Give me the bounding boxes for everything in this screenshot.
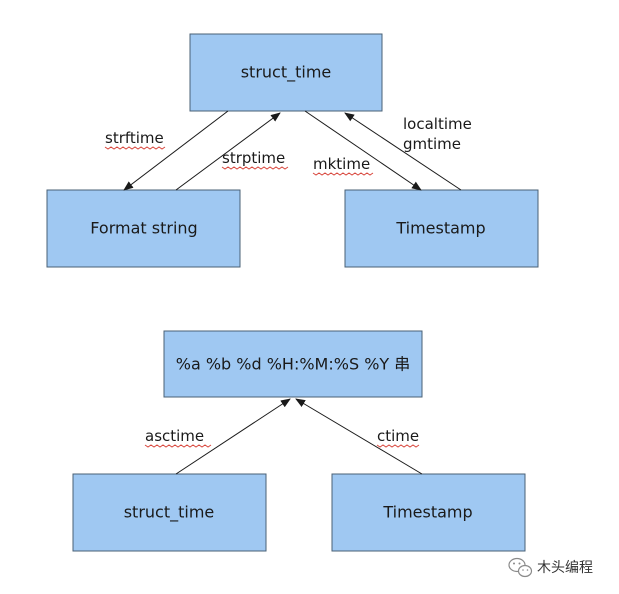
struct-time-box-top: struct_time [189, 33, 383, 112]
strftime-label: strftime [105, 129, 164, 147]
strptime-label: strptime [222, 149, 285, 167]
struct-time-box-bottom-label: struct_time [124, 503, 215, 523]
asctime-arrow [175, 398, 291, 475]
mktime-label: mktime [313, 155, 370, 173]
localtime-gmtime-arrow [344, 112, 462, 191]
strptime-spellcheck-underline [221, 166, 289, 170]
asctime-label: asctime [145, 427, 204, 445]
ctime-label: ctime [377, 427, 419, 445]
strptime-arrow [175, 112, 281, 191]
struct-time-box-top-label: struct_time [241, 63, 332, 83]
gmtime-label: gmtime [403, 135, 461, 153]
timestamp-box-top: Timestamp [344, 189, 539, 268]
timestamp-box-top-label: Timestamp [395, 219, 485, 238]
localtime-label: localtime [403, 115, 472, 133]
asctime-spellcheck-underline [144, 444, 212, 448]
mktime-spellcheck-underline [312, 172, 374, 176]
format-output-box-label: %a %b %d %H:%M:%S %Y 串 [176, 355, 411, 374]
mktime-arrow [304, 110, 422, 191]
ctime-spellcheck-underline [376, 444, 420, 448]
strftime-spellcheck-underline [104, 146, 166, 150]
format-output-box: %a %b %d %H:%M:%S %Y 串 [163, 330, 423, 398]
watermark: 木头编程 [508, 557, 593, 578]
strftime-arrow [123, 110, 229, 191]
wechat-icon [508, 557, 533, 578]
struct-time-box-bottom: struct_time [72, 473, 267, 552]
timestamp-box-bottom-label: Timestamp [382, 503, 472, 522]
ctime-arrow [295, 398, 423, 475]
format-string-box: Format string [46, 189, 241, 268]
watermark-text: 木头编程 [537, 560, 593, 576]
format-string-box-label: Format string [90, 219, 197, 238]
timestamp-box-bottom: Timestamp [331, 473, 526, 552]
